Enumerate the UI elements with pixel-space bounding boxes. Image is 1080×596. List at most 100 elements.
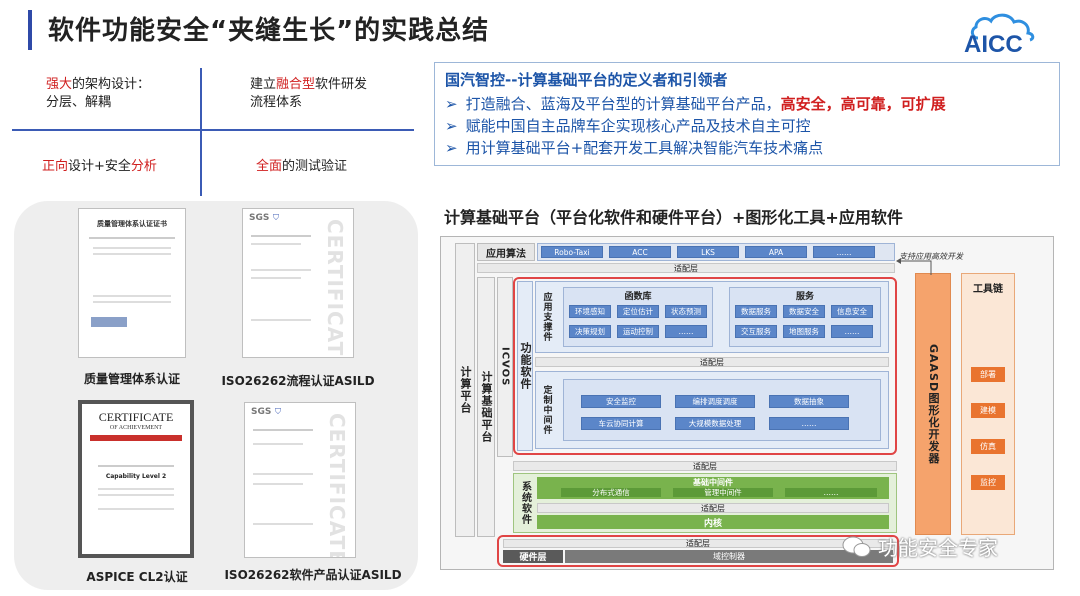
quad-text: 软件研发 [315,77,368,92]
support-dev-note: 支持应用高效开发 [899,252,963,261]
arrow-support-icon [896,258,932,275]
app-algo-label: 应用算法 [477,243,535,261]
watermark-text: 功能安全专家 [878,536,998,560]
cert-watermark: CERTIFICATE [325,413,349,558]
cmw-data-abstraction: 数据抽象 [769,395,849,408]
algo-apa: APA [745,246,807,258]
quad-highlight: 分析 [130,159,157,174]
quad-text: 的架构设计： [72,77,151,92]
algo-lks: LKS [677,246,739,258]
cmw-big-data: 大规模数据处理 [675,417,755,430]
aicc-logo: AICC [958,8,1058,58]
arrow-icon: ➢ [445,95,458,113]
compute-base-platform-column: 计算基础平台 [477,277,495,537]
bmw-more: …… [785,488,877,497]
svc-more: …… [831,325,873,338]
cmw-more: …… [769,417,849,430]
func-decision-planning: 决策规划 [569,325,611,338]
hardware-frame [497,535,899,567]
cert-watermark: CERTIFICATE [323,219,347,358]
quad-text: 流程体系 [250,95,303,110]
service-title: 服务 [795,291,814,302]
system-software-label: 系统软件 [519,481,531,525]
svc-interaction: 交互服务 [735,325,777,338]
bmw-distributed-comm: 分布式通信 [561,488,661,497]
intro-line-2: ➢ 赋能中国自主品牌车企实现核心产品及技术自主可控 [445,115,811,136]
tuv-icon: ⛉ [275,407,281,416]
cert-doc-title: 质量管理体系认证证书 [97,220,167,228]
custom-middleware-inner [563,379,881,441]
func-state-prediction: 状态预测 [665,305,707,318]
quad-highlight: 全面 [256,159,283,174]
cert-logo-mark [91,317,127,327]
intro-text: 赋能中国自主品牌车企实现核心产品及技术自主可控 [465,117,811,135]
svc-data: 数据服务 [735,305,777,318]
tuv-icon: ⛉ [273,213,279,222]
intro-highlight: 高安全，高可靠，可扩展 [780,95,946,113]
gaasd-graphical-developer: GAASD图形化开发器 [915,273,951,535]
sgs-mark: SGS [251,407,272,417]
cert-level: Capability Level 2 [105,473,167,480]
func-more: …… [665,325,707,338]
sgs-mark: SGS [249,213,270,223]
func-localization: 定位估计 [617,305,659,318]
quad-text: 分层、解耦 [46,95,112,110]
quadrant-architecture: 强大的架构设计： 分层、解耦 [46,76,150,112]
quad-text: 设计+安全 [68,159,131,174]
certificates-panel [14,201,418,590]
quad-highlight: 正向 [42,159,69,174]
cert-caption-aspice: ASPICE CL2认证 [86,570,188,584]
page-title: 软件功能安全“夹缝生长”的实践总结 [48,16,490,46]
wechat-icon [842,536,871,557]
algo-more: …… [813,246,875,258]
func-motion-control: 运动控制 [617,325,659,338]
functional-software-label: 功能软件 [517,281,533,451]
arrow-icon: ➢ [445,117,458,135]
toolchain-title: 工具链 [973,283,1003,295]
iso26262-product-certificate-image: SGS ⛉ CERTIFICATE [244,402,356,558]
svc-map: 地图服务 [783,325,825,338]
logo-text: AICC [964,31,1023,56]
algo-robo-taxi: Robo-Taxi [541,246,603,258]
tool-modeling: 建模 [971,403,1005,418]
cert-caption-iso-product: ISO26262软件产品认证ASILD [224,568,402,582]
cert-caption-iso-process: ISO26262流程认证ASILD [221,374,375,388]
cert-doc-title: CERTIFICATE [98,410,174,424]
platform-heading: 计算基础平台（平台化软件和硬件平台）+图形化工具+应用软件 [444,208,903,227]
title-accent-bar [28,10,32,50]
svc-info-security: 信息安全 [831,305,873,318]
intro-title: 国汽智控--计算基础平台的定义者和引领者 [445,71,728,89]
quad-highlight: 融合型 [276,77,316,92]
quality-certificate-image: 质量管理体系认证证书 [78,208,186,358]
quad-text: 建立 [250,77,277,92]
intro-text: 用计算基础平台+配套开发工具解决智能汽车技术痛点 [465,139,824,157]
quadrant-testing: 全面的测试验证 [256,158,347,176]
app-support-label: 应用支撑件 [541,292,552,342]
cert-caption-quality: 质量管理体系认证 [83,372,180,386]
kernel-layer: 内核 [537,515,889,529]
algo-acc: ACC [609,246,671,258]
quadrant-divider-horizontal [12,129,414,131]
quadrant-divider-vertical [200,68,202,196]
compute-platform-column: 计算平台 [455,243,475,537]
cert-doc-subtitle: OF ACHIEVEMENT [109,425,163,431]
adapt-layer-top: 适配层 [477,263,895,273]
adapt-layer-sys: 适配层 [513,461,897,471]
intro-box: 国汽智控--计算基础平台的定义者和引领者 ➢打造融合、蓝海及平台型的计算基础平台… [434,62,1060,166]
aspice-certificate-image: CERTIFICATE OF ACHIEVEMENT Capability Le… [78,400,194,558]
quadrant-process: 建立融合型软件研发 流程体系 [250,76,367,112]
arrow-icon: ➢ [445,139,458,157]
iso26262-process-certificate-image: SGS ⛉ CERTIFICATE [242,208,354,358]
hardware-layer-label: 硬件层 [503,550,563,563]
bmw-management: 管理中间件 [673,488,773,497]
adapt-layer-mid: 适配层 [535,357,889,367]
tool-deploy: 部署 [971,367,1005,382]
func-env-perception: 环境感知 [569,305,611,318]
svc-data-security: 数据安全 [783,305,825,318]
cmw-scheduling: 编排调度调度 [675,395,755,408]
function-library-title: 函数库 [624,291,652,302]
domain-controller: 域控制器 [565,550,893,563]
cmw-vehicle-cloud: 车云协同计算 [581,417,661,430]
intro-line-3: ➢ 用计算基础平台+配套开发工具解决智能汽车技术痛点 [445,137,823,158]
adapt-layer-kernel: 适配层 [537,503,889,513]
